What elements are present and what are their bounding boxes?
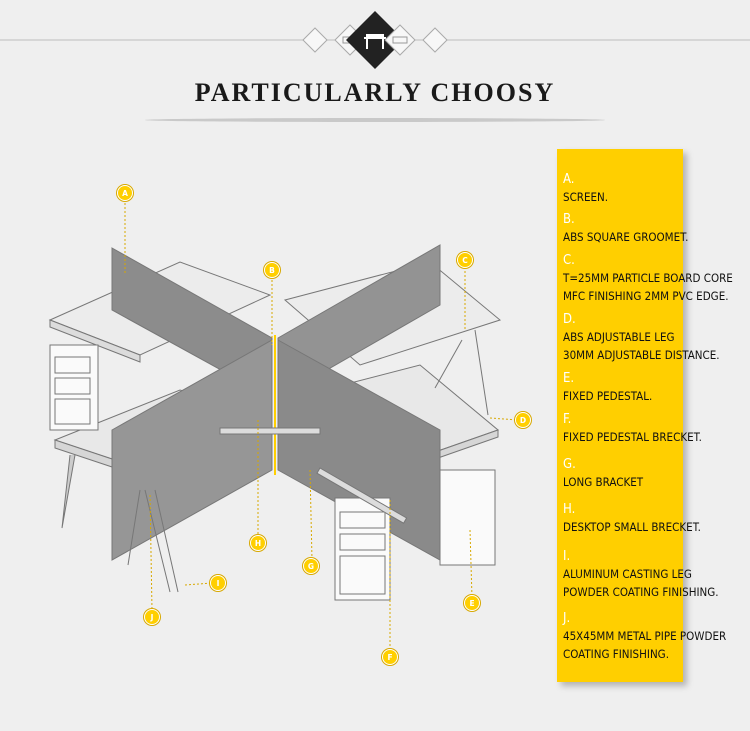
spec-desc: DESKTOP SMALL BRECKET. <box>563 520 701 534</box>
leg-front-left <box>61 454 76 529</box>
marker-a: A <box>117 185 133 201</box>
spec-letter: D. <box>563 312 576 327</box>
workstation-icon <box>346 11 404 69</box>
spec-desc: ALUMINUM CASTING LEG POWDER COATING FINI… <box>563 567 719 599</box>
marker-g: G <box>303 558 319 574</box>
page-title: PARTICULARLY CHOOSY <box>194 78 556 107</box>
leader-lines <box>124 199 519 650</box>
spec-panel <box>557 149 683 682</box>
spec-letter: C. <box>563 253 575 268</box>
marker-j: J <box>144 609 160 625</box>
spec-item-e: E. FIXED PEDESTAL. <box>563 371 748 405</box>
pedestal-center <box>334 497 391 601</box>
spec-letter: B. <box>563 212 575 227</box>
spec-item-h: H. DESKTOP SMALL BRECKET. <box>563 502 748 536</box>
diamond-outline-icon <box>302 27 328 53</box>
pedestal-left <box>49 344 99 431</box>
marker-h: H <box>250 535 266 551</box>
marker-e: E <box>464 595 480 611</box>
spec-letter: F. <box>563 412 572 427</box>
spec-desc: T=25MM PARTICLE BOARD CORE MFC FINISHING… <box>563 271 733 303</box>
spec-item-g: G. LONG BRACKET <box>563 457 748 491</box>
spec-desc: ABS SQUARE GROOMET. <box>563 230 689 244</box>
side-desk-icon <box>384 24 416 56</box>
spec-item-b: B. ABS SQUARE GROOMET. <box>563 212 748 246</box>
spec-desc: LONG BRACKET <box>563 475 644 489</box>
spec-item-d: D. ABS ADJUSTABLE LEG 30MM ADJUSTABLE DI… <box>563 312 748 364</box>
marker-d: D <box>515 412 531 428</box>
pedestal-right <box>439 469 496 566</box>
spec-item-a: A. SCREEN. <box>563 172 748 206</box>
spec-item-f: F. FIXED PEDESTAL BRECKET. <box>563 412 748 446</box>
spec-desc: SCREEN. <box>563 190 609 204</box>
long-bracket <box>219 427 321 435</box>
spec-letter: A. <box>563 172 575 187</box>
marker-c: C <box>457 252 473 268</box>
marker-f: F <box>382 649 398 665</box>
spec-letter: G. <box>563 457 576 472</box>
spec-item-c: C. T=25MM PARTICLE BOARD CORE MFC FINISH… <box>563 253 748 305</box>
spec-item-j: J. 45X45MM METAL PIPE POWDER COATING FIN… <box>563 611 748 663</box>
spec-letter: E. <box>563 371 575 386</box>
spec-desc: FIXED PEDESTAL. <box>563 389 653 403</box>
spec-desc: ABS ADJUSTABLE LEG 30MM ADJUSTABLE DISTA… <box>563 330 720 362</box>
spec-letter: J. <box>563 611 571 626</box>
diamond-outline-icon <box>422 27 448 53</box>
spec-item-i: I. ALUMINUM CASTING LEG POWDER COATING F… <box>563 549 748 601</box>
marker-b: B <box>264 262 280 278</box>
marker-i: I <box>210 575 226 591</box>
spec-desc: FIXED PEDESTAL BRECKET. <box>563 430 702 444</box>
spec-letter: I. <box>563 549 571 564</box>
screen-left-front <box>111 339 273 561</box>
header-icons <box>302 11 448 69</box>
spec-desc: 45X45MM METAL PIPE POWDER COATING FINISH… <box>563 629 727 661</box>
spec-letter: H. <box>563 502 576 517</box>
workstation-illustration <box>48 244 502 601</box>
